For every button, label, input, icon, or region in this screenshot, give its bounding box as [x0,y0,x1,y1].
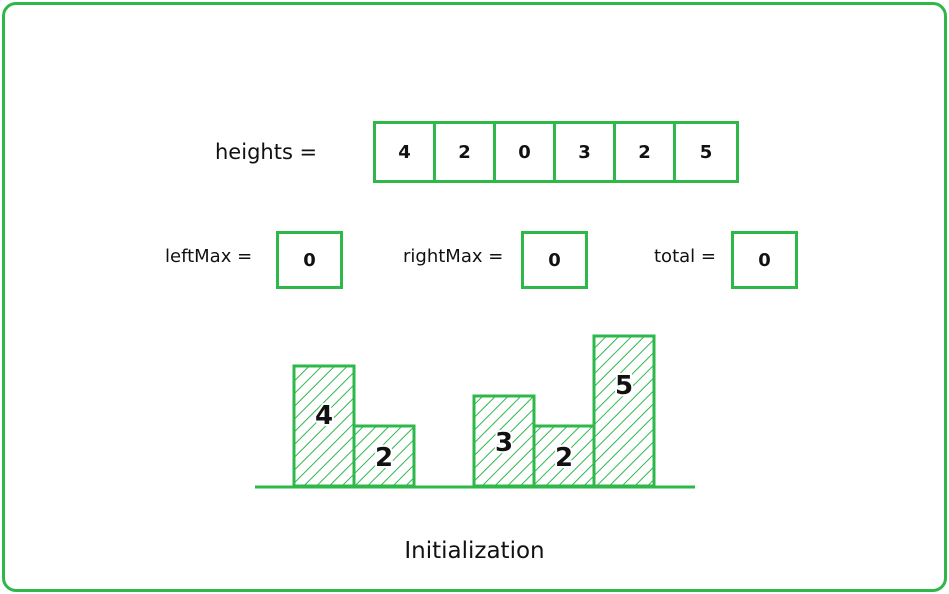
total-label: total = [654,246,716,267]
bar-height-label: 5 [615,371,633,401]
rightmax-value: 0 [521,231,588,289]
elevation-bar [472,394,536,488]
array-cell: 2 [436,124,496,180]
elevation-bar [592,334,656,488]
array-cell: 5 [699,141,713,163]
bar-height-label: 2 [555,443,573,473]
array-cell: 2 [616,124,676,180]
array-cell: 3 [556,124,616,180]
elevation-bar [352,424,416,488]
elevation-bar [532,424,596,488]
array-cell: 0 [496,124,556,180]
total-value: 0 [731,231,798,289]
bar-height-label: 3 [495,428,513,458]
bar-height-label: 4 [315,401,333,431]
bar-height-label: 2 [375,443,393,473]
rightmax-label: rightMax = [403,246,504,267]
step-caption: Initialization [404,538,545,564]
array-cell: 4 [376,124,436,180]
heights-label: heights = [215,140,318,164]
leftmax-label: leftMax = [165,246,253,267]
leftmax-value: 0 [276,231,343,289]
heights-array: 4 2 0 3 2 5 [373,121,739,183]
